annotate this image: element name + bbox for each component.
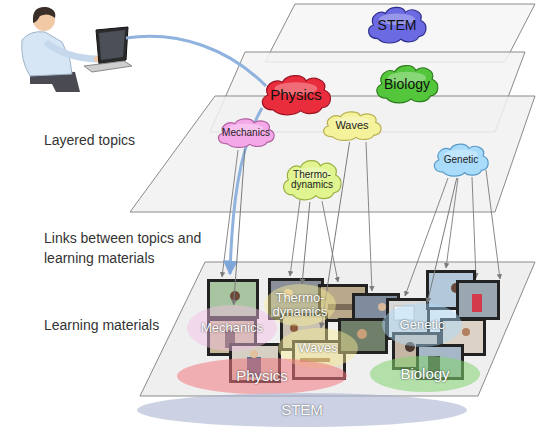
topic-material-link: [302, 202, 310, 284]
navigation-path: [126, 36, 266, 86]
group-ellipse-shape: [382, 303, 462, 347]
video-thumbnail: [456, 280, 500, 320]
topic-cloud: Biology: [373, 63, 441, 105]
topic-cloud: Physics: [258, 73, 334, 117]
node-text: Waves: [335, 120, 368, 132]
topic-cloud: Thermo- dynamics: [280, 158, 344, 202]
node-text: Genetic: [444, 155, 478, 166]
cloud-shape: [377, 66, 438, 103]
group-ellipse-shape: [177, 358, 347, 394]
node-text: Mechanics: [201, 321, 263, 335]
thumbnail-figure: [472, 294, 482, 312]
group-ellipse-shape: [187, 305, 277, 351]
group-ellipse-shape: [137, 393, 467, 427]
thumbnail-scene: [459, 283, 497, 317]
thumbnail-figure: [462, 328, 470, 336]
cloud-shape: [324, 112, 381, 140]
cloud-shape: [434, 144, 488, 176]
group-ellipse-shape: [264, 284, 336, 326]
node-text: Genetic: [400, 318, 445, 332]
thumbnail-figure: [357, 329, 367, 339]
node-text: Biology: [384, 77, 430, 92]
cloud-shape: [284, 161, 341, 200]
side-label: Learning materials: [44, 316, 204, 336]
topic-cloud: STEM: [365, 5, 429, 45]
topic-cloud: Waves: [320, 110, 384, 142]
node-text: Physics: [236, 368, 288, 384]
laptop-base: [84, 61, 132, 72]
link-line: [486, 170, 500, 279]
topic-material-link: [427, 178, 457, 303]
person-hair: [33, 7, 55, 23]
node-text: STEM: [378, 18, 417, 33]
link-line: [290, 200, 300, 276]
node-text: STEM: [281, 402, 323, 418]
cloud-shape: [369, 7, 426, 43]
laptop-display: [99, 30, 125, 60]
material-group: Genetic: [382, 303, 462, 347]
node-text: Biology: [400, 366, 449, 382]
thumbnail-figure: [230, 291, 240, 301]
group-ellipse-shape: [370, 356, 480, 392]
material-group: STEM: [137, 393, 467, 427]
side-label: Layered topics: [44, 131, 204, 151]
material-group: Biology: [370, 356, 480, 392]
material-group: Thermo- dynamics: [264, 284, 336, 326]
thumbnail-figure: [378, 303, 386, 311]
topic-cloud: Genetic: [431, 142, 491, 178]
node-text: Thermo- dynamics: [287, 170, 337, 191]
person-arm: [48, 44, 96, 59]
node-text: Thermo- dynamics: [269, 291, 331, 318]
link-line: [366, 142, 372, 291]
thumbnail-figure: [250, 350, 258, 358]
topic-cloud: Mechanics: [215, 117, 277, 149]
node-text: Mechanics: [222, 128, 270, 139]
link-line: [446, 178, 458, 268]
materials-plane: [140, 262, 535, 396]
side-label: Links between topics and learning materi…: [44, 229, 222, 268]
node-text: Waves: [298, 341, 337, 355]
cloud-shape: [262, 76, 330, 115]
laptop-screen: [96, 27, 128, 64]
thumbnail-frame: [456, 280, 500, 320]
link-line: [322, 201, 338, 282]
layer-plane: [130, 96, 535, 212]
material-group: Mechanics: [187, 305, 277, 351]
topic-material-link: [234, 149, 245, 305]
link-line: [472, 177, 476, 278]
cloud-shape: [219, 119, 275, 147]
material-group: Physics: [177, 358, 347, 394]
node-text: Physics: [270, 87, 322, 103]
